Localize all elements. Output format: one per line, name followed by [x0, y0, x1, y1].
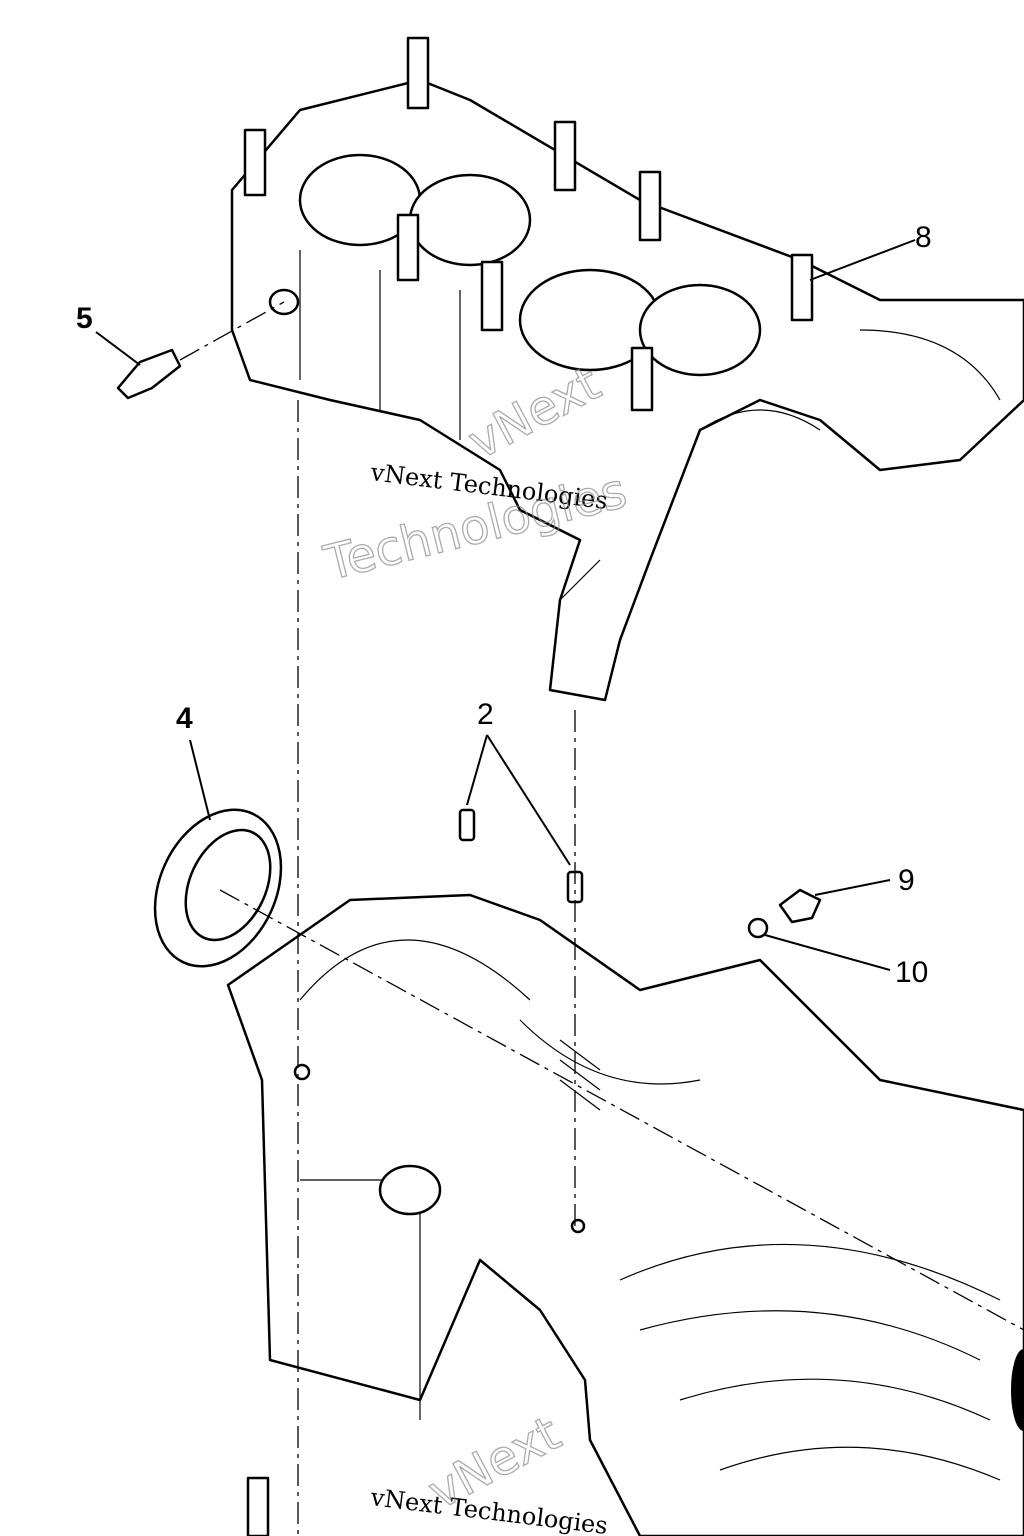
- part-10-washer: [747, 917, 891, 971]
- callout-9: 9: [898, 864, 915, 897]
- seal-edge: [1011, 1349, 1024, 1431]
- crank-axis-line: [219, 889, 1024, 1331]
- part-5-plug: [95, 301, 285, 400]
- callout-2: 2: [477, 698, 494, 731]
- part-9-bolt: [778, 879, 891, 924]
- part-4-oil-seal: [153, 739, 283, 968]
- lower-crankcase: [226, 893, 1024, 1536]
- leader-8: [809, 239, 916, 281]
- part-2-dowel-pins: [458, 734, 584, 904]
- callout-4: 4: [176, 702, 193, 735]
- callout-5: 5: [76, 302, 93, 335]
- upper-crankcase: [230, 36, 1024, 702]
- callout-10: 10: [895, 956, 928, 989]
- callout-8: 8: [915, 221, 932, 254]
